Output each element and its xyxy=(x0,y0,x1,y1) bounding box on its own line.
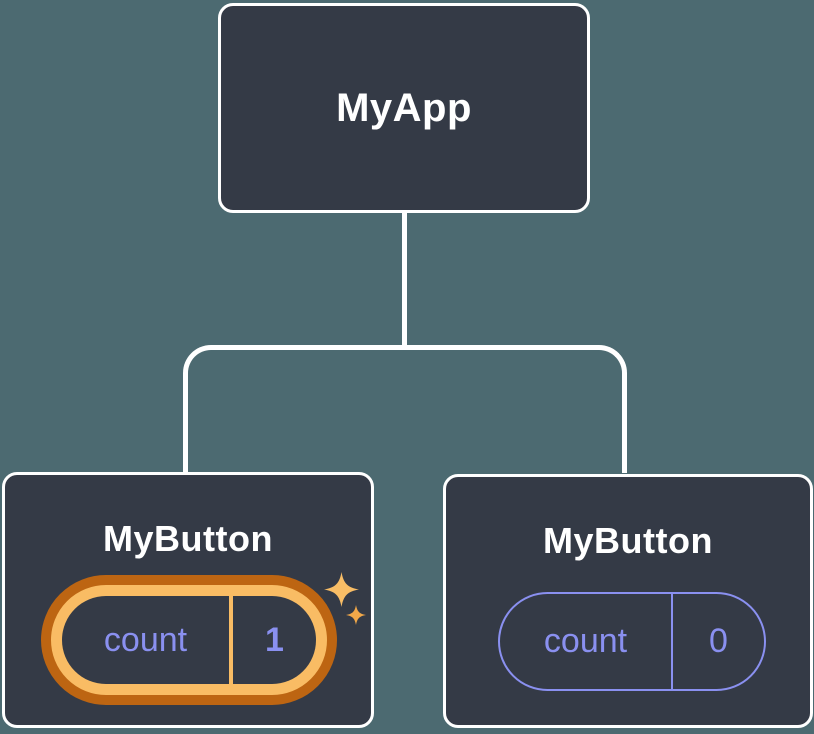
state-pill: count 0 xyxy=(498,592,766,691)
sparkle-large-icon xyxy=(324,572,359,607)
pill-divider xyxy=(671,594,673,689)
tree-node-myapp: MyApp xyxy=(218,3,590,213)
sparkle-small-icon xyxy=(346,605,366,625)
state-value: 0 xyxy=(709,622,728,660)
pill-divider xyxy=(229,596,233,684)
state-value: 1 xyxy=(265,620,284,659)
tree-node-mybutton-1: MyButton count 1 xyxy=(2,472,374,728)
tree-node-mybutton-2: MyButton count 0 xyxy=(443,474,813,728)
state-pill-core: count 1 xyxy=(62,596,316,684)
connector-stem xyxy=(402,211,407,348)
node-label-myapp: MyApp xyxy=(336,85,472,130)
node-label-mybutton-2: MyButton xyxy=(543,520,713,561)
node-label-mybutton-1: MyButton xyxy=(103,518,273,559)
state-name: count xyxy=(543,622,628,660)
state-name: count xyxy=(103,620,188,659)
connector-bracket xyxy=(183,345,627,473)
state-pill-highlighted: count 1 xyxy=(41,575,337,705)
